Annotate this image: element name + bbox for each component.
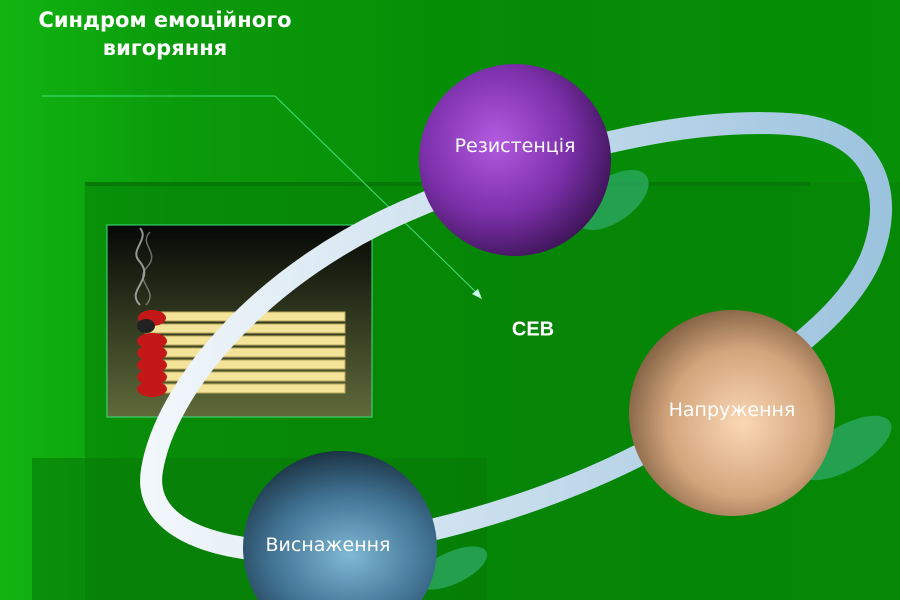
sphere-exhaustion <box>242 451 437 600</box>
stage-label-exhaustion: Виснаження <box>265 534 391 556</box>
shadow <box>575 169 649 231</box>
sphere-tension <box>629 310 835 516</box>
stage-label-resistance: Резистенція <box>454 135 576 157</box>
shadow <box>798 415 892 481</box>
sphere-resistance <box>419 64 611 256</box>
shadow <box>416 546 488 590</box>
slide-title: Синдром емоційного вигоряння <box>38 8 292 60</box>
center-label: СЕВ <box>511 318 555 341</box>
stage-label-tension: Напруження <box>668 399 796 421</box>
arrow-head-icon <box>472 289 482 299</box>
connector-line <box>42 95 481 297</box>
